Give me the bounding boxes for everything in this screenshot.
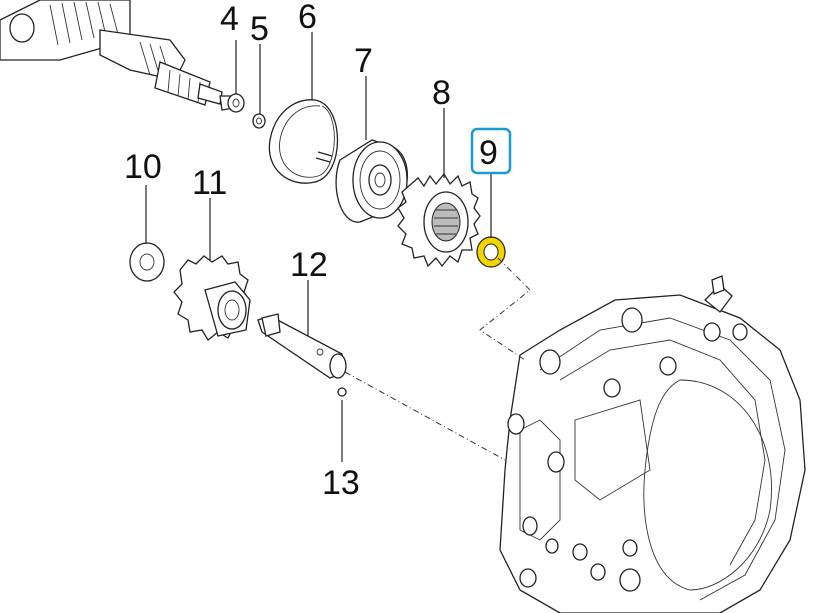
callout-13: 13 <box>322 464 360 502</box>
part-13-pin <box>337 387 347 397</box>
callout-7: 7 <box>354 42 373 80</box>
part-7-bearing <box>335 139 408 223</box>
part-5-washer <box>252 113 266 129</box>
leader-lines <box>145 32 492 462</box>
transmission-case <box>499 275 806 613</box>
part-6-snap-ring <box>268 99 339 184</box>
part-4-bolt <box>219 93 245 113</box>
part-9-washer-highlighted <box>476 236 506 268</box>
part-10-washer <box>129 242 165 282</box>
callout-9: 9 <box>479 134 498 172</box>
callout-10: 10 <box>124 148 162 186</box>
reference-lines <box>344 257 531 461</box>
part-8-gear <box>397 172 481 268</box>
part-12-shaft <box>257 313 347 379</box>
callout-6: 6 <box>298 0 317 36</box>
callout-5: 5 <box>250 10 269 48</box>
part-11-gear <box>173 255 251 341</box>
callout-11: 11 <box>192 164 227 202</box>
callout-8: 8 <box>432 74 451 112</box>
callout-labels: 4 5 6 7 8 9 10 11 12 13 <box>124 0 498 502</box>
callout-12: 12 <box>290 246 328 284</box>
callout-4: 4 <box>220 0 239 38</box>
highlight-box-9 <box>470 127 512 175</box>
main-shaft-assembly <box>0 0 223 106</box>
